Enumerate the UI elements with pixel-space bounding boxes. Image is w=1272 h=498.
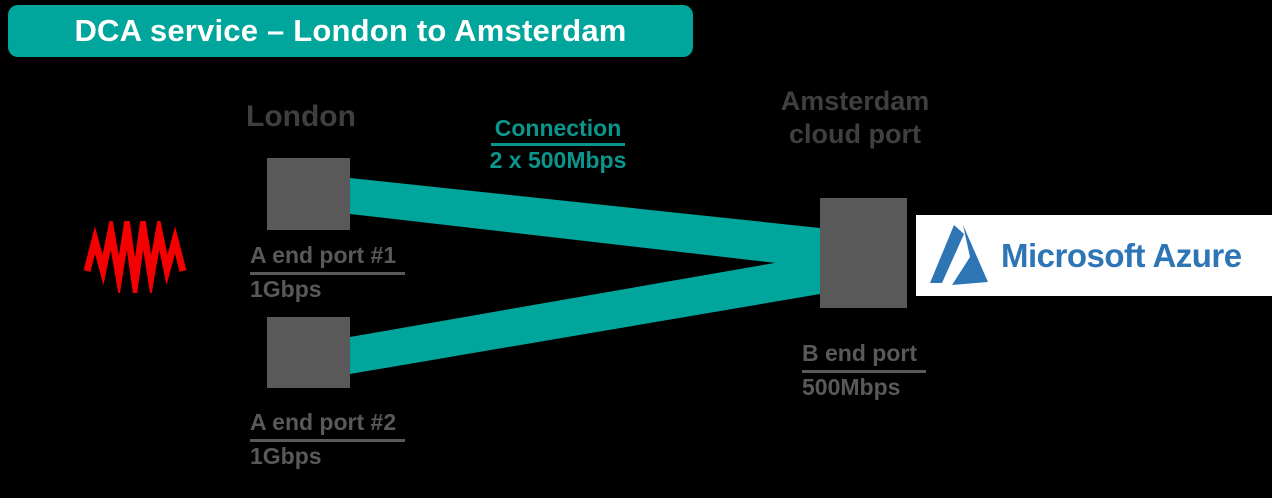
b-end-port-name: B end port [802,339,926,373]
amsterdam-label-line1: Amsterdam [780,86,930,116]
b-end-port-box [820,198,907,308]
a-end-port-2-box [267,317,350,388]
amsterdam-label: Amsterdam cloud port [760,85,950,151]
azure-logo-text: Microsoft Azure [1001,236,1242,274]
connection-title: Connection [490,114,626,146]
azure-logo-card: Microsoft Azure [916,215,1272,296]
a-end-port-1-name: A end port #1 [250,241,406,275]
colt-logo-icon [83,221,187,293]
a-end-port-1-speed: 1Gbps [250,276,322,302]
a-end-port-1-box [267,158,350,230]
connection-label-group: Connection 2 x 500Mbps [458,114,658,174]
connection-capacity: 2 x 500Mbps [489,147,627,173]
a-end-port-2-speed: 1Gbps [250,443,322,469]
a-end-port-2-name: A end port #2 [250,408,406,442]
title-banner: DCA service – London to Amsterdam [8,5,693,57]
a-end-port-1-label: A end port #1 1Gbps [250,241,406,304]
page-title: DCA service – London to Amsterdam [74,13,627,48]
a-end-port-2-label: A end port #2 1Gbps [250,408,406,471]
amsterdam-label-line2: cloud port [789,119,921,149]
link-a1-to-b [350,178,820,268]
link-a2-to-b [350,255,820,374]
b-end-port-label: B end port 500Mbps [802,339,926,402]
azure-a-icon [930,224,988,285]
b-end-port-speed: 500Mbps [802,374,901,400]
london-label: London [246,100,356,133]
